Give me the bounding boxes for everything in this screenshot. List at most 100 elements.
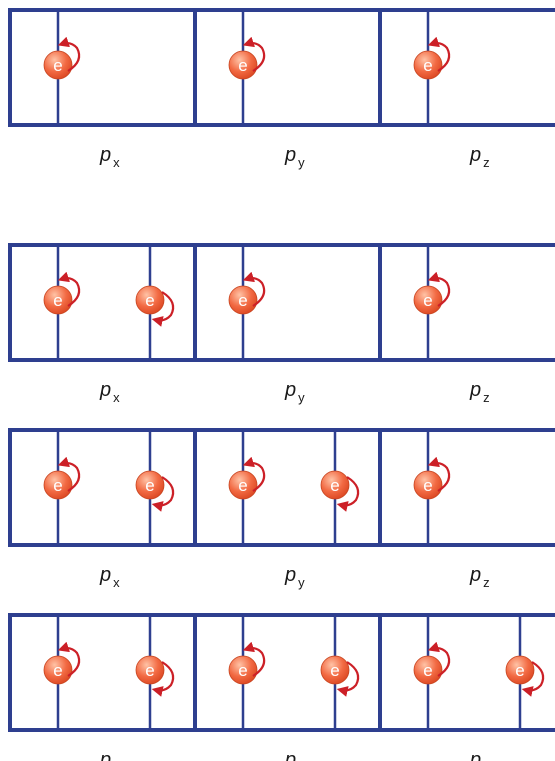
electron-icon <box>413 655 443 685</box>
electron-symbol: e <box>145 661 154 680</box>
spin-down-arrow-icon <box>151 661 175 697</box>
electron-symbol: e <box>423 56 432 75</box>
electron-icon <box>505 655 535 685</box>
spin-up-arrow-icon <box>427 456 451 492</box>
electron-symbol: e <box>423 476 432 495</box>
spin-down-arrow-icon <box>151 476 175 512</box>
orbital-box-y: e e py <box>228 615 360 761</box>
electron-icon <box>228 285 258 315</box>
spin-up-arrow-icon <box>427 641 451 677</box>
electron-icon <box>135 470 165 500</box>
electron: e <box>413 271 451 315</box>
electron: e <box>413 456 451 500</box>
electron-symbol: e <box>53 291 62 310</box>
electron: e <box>43 36 81 80</box>
electron-icon <box>413 50 443 80</box>
electron: e <box>228 641 266 685</box>
spin-up-arrow-icon <box>427 36 451 72</box>
orbital-letter: p <box>284 379 296 401</box>
electron-symbol: e <box>423 291 432 310</box>
electron: e <box>135 655 175 697</box>
electron: e <box>43 641 81 685</box>
orbital-subscript: y <box>298 155 305 170</box>
orbital-letter: p <box>469 564 481 586</box>
electron-symbol: e <box>238 56 247 75</box>
orbital-box-x: e e px <box>43 615 175 761</box>
electron: e <box>505 655 545 697</box>
orbital-letter: p <box>99 564 111 586</box>
electron-symbol: e <box>145 476 154 495</box>
spin-down-arrow-icon <box>521 661 545 697</box>
electron-symbol: e <box>330 476 339 495</box>
electron: e <box>228 36 266 80</box>
orbital-subscript: x <box>113 155 120 170</box>
orbital-subscript: y <box>298 390 305 405</box>
orbital-subscript: z <box>483 390 490 405</box>
orbital-letter: p <box>469 144 481 166</box>
orbital-label: px <box>99 749 120 761</box>
orbital-label: py <box>284 749 305 761</box>
orbital-letter: p <box>469 379 481 401</box>
spin-up-arrow-icon <box>242 36 266 72</box>
orbital-box-z: eepz <box>413 615 545 761</box>
electron: e <box>43 271 81 315</box>
electron-symbol: e <box>238 291 247 310</box>
electron-icon <box>228 655 258 685</box>
electron-symbol: e <box>238 661 247 680</box>
spin-up-arrow-icon <box>242 456 266 492</box>
spin-up-arrow-icon <box>427 271 451 307</box>
electron: e <box>320 470 360 512</box>
orbital-letter: p <box>99 379 111 401</box>
electron-icon <box>43 50 73 80</box>
electron: e <box>228 456 266 500</box>
electron: e <box>413 641 451 685</box>
electron-symbol: e <box>423 661 432 680</box>
electron-symbol: e <box>330 661 339 680</box>
electron-symbol: e <box>515 661 524 680</box>
electron: e <box>320 655 360 697</box>
electron-symbol: e <box>238 476 247 495</box>
electron-icon <box>135 655 165 685</box>
orbital-subscript: x <box>113 390 120 405</box>
electron-icon <box>320 655 350 685</box>
electron-icon <box>228 50 258 80</box>
electron-icon <box>228 470 258 500</box>
electron: e <box>43 456 81 500</box>
spin-up-arrow-icon <box>242 271 266 307</box>
electron-icon <box>135 285 165 315</box>
spin-up-arrow-icon <box>57 271 81 307</box>
electron: e <box>228 271 266 315</box>
electron-symbol: e <box>53 56 62 75</box>
spin-down-arrow-icon <box>151 291 175 327</box>
spin-up-arrow-icon <box>242 641 266 677</box>
spin-down-arrow-icon <box>336 476 360 512</box>
spin-up-arrow-icon <box>57 641 81 677</box>
spin-down-arrow-icon <box>336 661 360 697</box>
orbital-subscript: z <box>483 575 490 590</box>
orbital-letter: p <box>99 749 111 761</box>
orbital-letter: p <box>469 749 481 761</box>
electron: e <box>135 470 175 512</box>
orbital-letter: p <box>99 144 111 166</box>
spin-up-arrow-icon <box>57 36 81 72</box>
orbital-subscript: y <box>298 575 305 590</box>
orbital-letter: p <box>284 144 296 166</box>
electron: e <box>413 36 451 80</box>
electron-icon <box>43 655 73 685</box>
